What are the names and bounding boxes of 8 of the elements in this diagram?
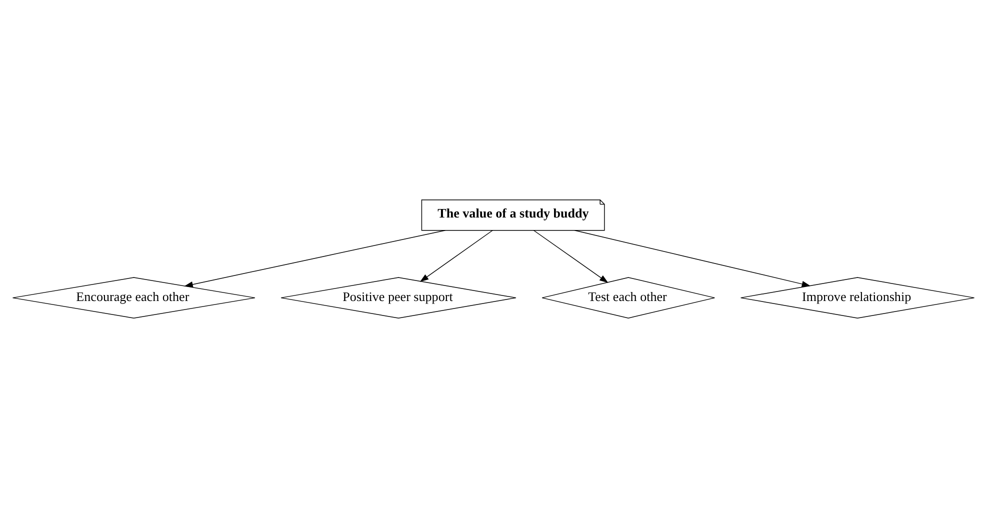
arrow bbox=[574, 230, 811, 287]
arrow bbox=[533, 230, 608, 283]
node-diamond: Improve relationship bbox=[740, 277, 975, 318]
node-diamond: Encourage each other bbox=[12, 277, 256, 318]
arrow bbox=[184, 230, 446, 288]
node-diamond: Positive peer support bbox=[280, 277, 516, 318]
arrow bbox=[420, 230, 493, 282]
node-diamond: Test each other bbox=[542, 277, 716, 318]
